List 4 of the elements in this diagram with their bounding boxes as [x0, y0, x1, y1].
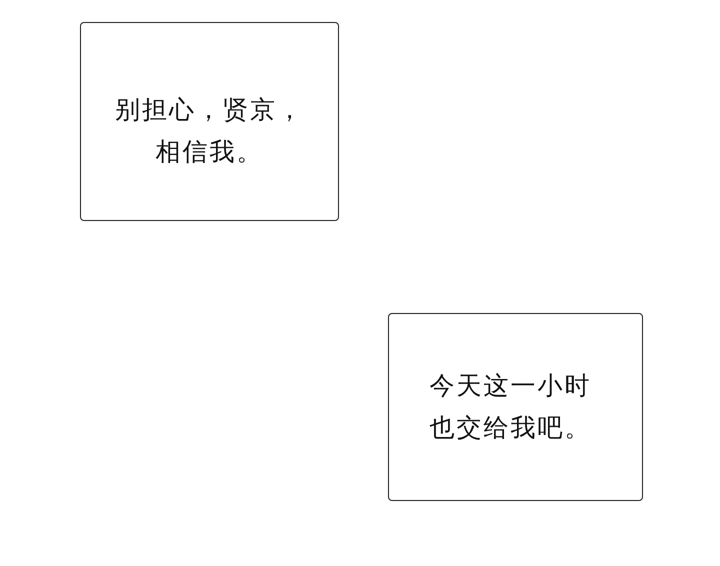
- speech-box: [80, 22, 339, 221]
- speech-box: [388, 313, 643, 501]
- dialogue-text: 今天这一小时也交给我吧。: [430, 370, 592, 444]
- dialogue-text: 别担心，贤京，相信我。: [114, 94, 305, 168]
